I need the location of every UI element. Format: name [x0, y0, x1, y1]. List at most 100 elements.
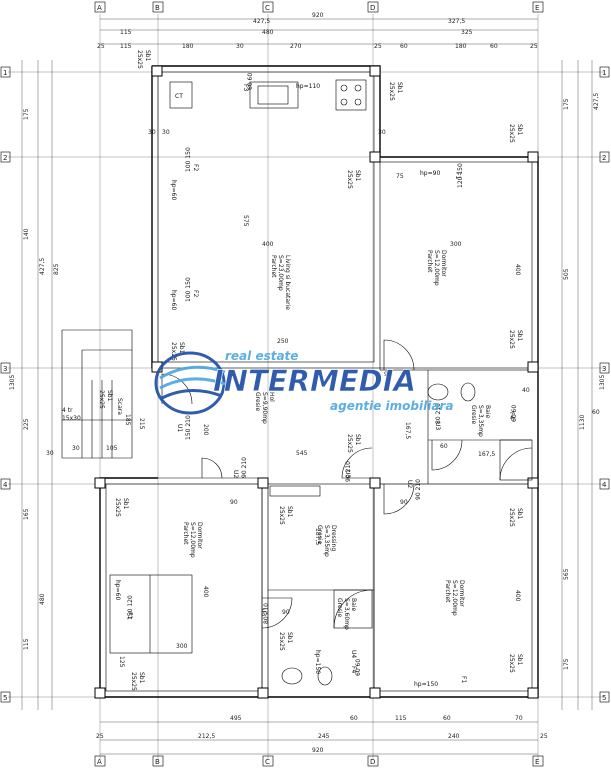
- axis-labels-right: 1 2 3 4 5: [599, 66, 610, 703]
- svg-text:Sb1: Sb1: [286, 506, 293, 518]
- room-living: Living si bucatarie S=23,00mp Parchet: [270, 255, 291, 310]
- svg-text:25: 25: [530, 43, 538, 50]
- fixtures: CT: [109, 79, 533, 686]
- svg-text:427,5: 427,5: [253, 18, 270, 25]
- svg-text:hp=150: hp=150: [314, 650, 321, 674]
- svg-text:327,5: 327,5: [448, 18, 465, 25]
- trepte-dim: 15x30: [62, 415, 81, 422]
- svg-text:U2: U2: [232, 470, 239, 478]
- svg-text:Parchet: Parchet: [182, 522, 189, 545]
- svg-text:25x25: 25x25: [508, 654, 515, 673]
- sink-baie1: [427, 383, 449, 401]
- wc-baie2: [317, 666, 333, 686]
- watermark-logo: real estate INTERMEDIA agentie imobiliar…: [154, 349, 453, 415]
- svg-text:F2: F2: [192, 290, 199, 297]
- svg-text:225: 225: [23, 418, 30, 430]
- svg-text:25x25: 25x25: [508, 508, 515, 527]
- svg-text:175: 175: [23, 108, 30, 120]
- svg-text:300: 300: [176, 643, 188, 650]
- svg-text:105: 105: [106, 445, 118, 452]
- svg-text:245: 245: [318, 733, 330, 740]
- walls: [61, 65, 539, 698]
- svg-text:C: C: [265, 758, 270, 766]
- svg-text:hp=60: hp=60: [170, 290, 177, 310]
- svg-text:D: D: [370, 758, 375, 766]
- svg-text:25: 25: [540, 733, 548, 740]
- svg-text:F1: F1: [454, 172, 461, 179]
- svg-text:Gresie: Gresie: [336, 598, 343, 617]
- svg-text:25x25: 25x25: [98, 390, 105, 409]
- svg-text:F4: F4: [350, 666, 357, 673]
- svg-text:100 150: 100 150: [185, 277, 192, 302]
- svg-text:Sb1: Sb1: [396, 82, 403, 94]
- svg-text:920: 920: [312, 12, 324, 19]
- svg-text:175: 175: [563, 658, 570, 670]
- svg-text:60: 60: [592, 409, 600, 416]
- wardrobe: [269, 485, 321, 497]
- svg-text:1305: 1305: [599, 375, 606, 390]
- svg-text:hp=60: hp=60: [170, 180, 177, 200]
- svg-text:25: 25: [374, 43, 382, 50]
- ct-label: CT: [175, 93, 183, 100]
- svg-text:90 210: 90 210: [345, 461, 352, 482]
- svg-text:545: 545: [296, 450, 308, 457]
- svg-text:400: 400: [514, 264, 521, 276]
- svg-text:F2: F2: [192, 164, 199, 171]
- svg-text:115: 115: [120, 43, 132, 50]
- svg-text:S=9,90mp: S=9,90mp: [261, 392, 268, 424]
- axis-e: E: [535, 4, 539, 12]
- svg-text:427,5: 427,5: [39, 258, 46, 275]
- scara-label: Scara: [116, 398, 123, 415]
- boiler-ct: [169, 81, 193, 109]
- svg-text:Living si bucatarie: Living si bucatarie: [284, 255, 291, 310]
- svg-text:240: 240: [448, 733, 460, 740]
- sink-baie2: [281, 667, 303, 685]
- svg-text:25x25: 25x25: [136, 50, 143, 69]
- axis-labels-left: 1 2 3 4 5: [0, 66, 11, 703]
- svg-text:400: 400: [202, 586, 209, 598]
- hp110-label: hp=110: [296, 83, 320, 90]
- svg-text:Gresie: Gresie: [316, 525, 323, 544]
- columns: [94, 65, 539, 699]
- room-dormitor-1: Dormitor S=12,00mp Parchet: [426, 250, 447, 286]
- svg-text:F1: F1: [126, 612, 133, 619]
- svg-text:Sb1: Sb1: [516, 508, 523, 520]
- svg-text:60 60: 60 60: [355, 659, 362, 676]
- hp150-label: hp=150: [414, 681, 438, 688]
- svg-text:F1: F1: [460, 676, 467, 683]
- svg-text:400: 400: [262, 241, 274, 248]
- axis-d: D: [370, 4, 375, 12]
- svg-text:90: 90: [230, 499, 238, 506]
- svg-text:25x25: 25x25: [346, 434, 353, 453]
- shower-baie1: [499, 439, 533, 481]
- svg-text:25x25: 25x25: [278, 506, 285, 525]
- svg-text:480: 480: [262, 29, 274, 36]
- svg-text:480: 480: [39, 593, 46, 605]
- hp90-label: hp=90: [420, 170, 440, 177]
- axis-labels-top: A B C D E: [94, 1, 544, 13]
- svg-text:300: 300: [450, 241, 462, 248]
- svg-text:75: 75: [396, 173, 404, 180]
- svg-text:25: 25: [96, 733, 104, 740]
- svg-text:Sb1: Sb1: [144, 50, 151, 62]
- svg-text:3: 3: [602, 365, 606, 373]
- svg-text:S=12,00mp: S=12,00mp: [433, 250, 440, 286]
- svg-text:215: 215: [138, 418, 145, 430]
- svg-text:25: 25: [97, 43, 105, 50]
- svg-text:60 60: 60 60: [247, 73, 254, 90]
- room-labels: Living si bucatarie S=23,00mp Parchet Do…: [182, 250, 491, 630]
- svg-text:115: 115: [120, 29, 132, 36]
- svg-text:25x25: 25x25: [278, 632, 285, 651]
- watermark-line3: agentie imobiliara: [330, 399, 453, 413]
- watermark-line1: real estate: [225, 349, 298, 363]
- svg-text:30: 30: [378, 129, 386, 136]
- svg-text:Dormitor: Dormitor: [458, 580, 465, 607]
- bed: [109, 574, 193, 654]
- svg-text:185: 185: [124, 414, 131, 426]
- svg-text:150 210: 150 210: [185, 415, 192, 440]
- svg-text:Sb1: Sb1: [354, 434, 361, 446]
- svg-text:30: 30: [148, 129, 156, 136]
- svg-text:U1: U1: [176, 424, 183, 432]
- svg-text:115: 115: [395, 715, 407, 722]
